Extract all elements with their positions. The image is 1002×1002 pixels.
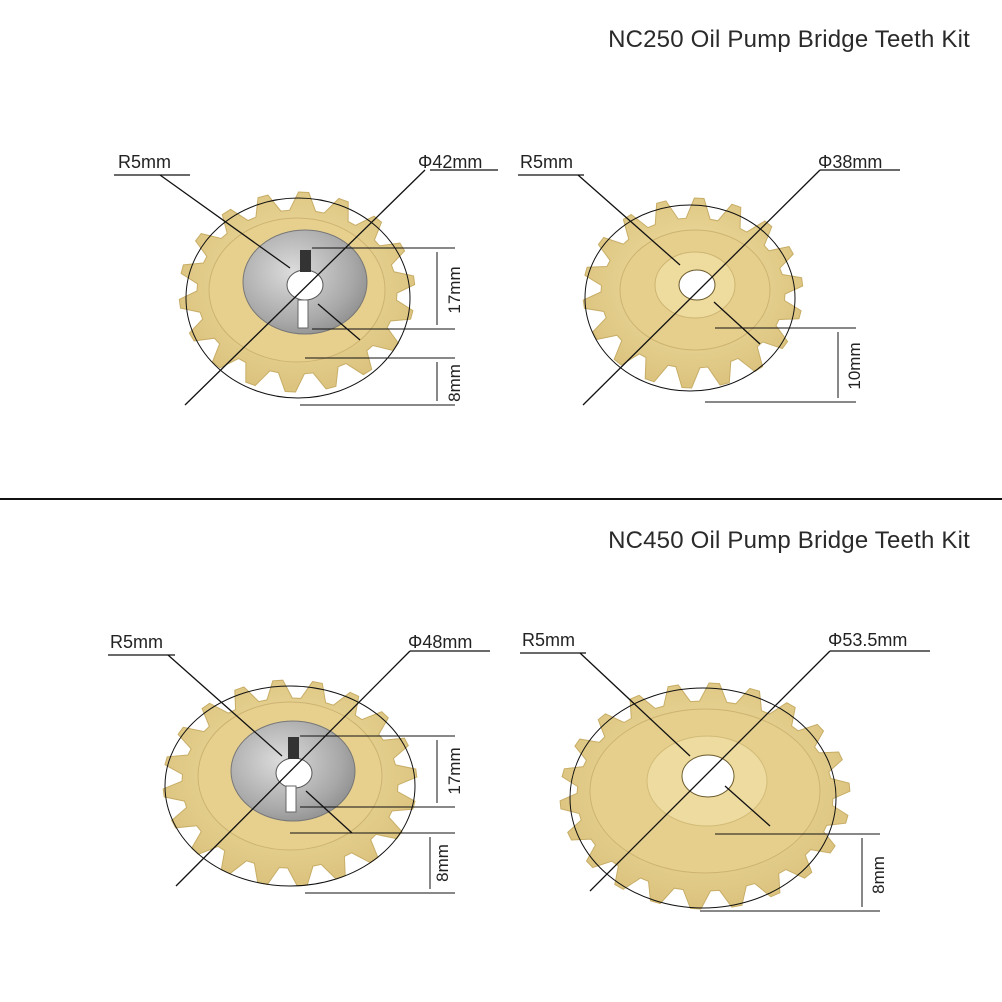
keyway-slot [300,250,311,272]
diameter-line [582,169,821,406]
radius-label: R5mm [110,632,163,652]
thickness-label: 8mm [433,844,452,882]
nc450-illustration: R5mm Φ48mm 17mm 8mm R5mm Φ53.5mm 8mm [108,630,930,912]
product-panel-nc250: R5mm Φ42mm 17mm 8mm R5mm Φ38mm 10mm NC25… [0,0,1002,500]
outline-ellipse [584,204,796,392]
diameter-line [175,650,411,887]
leader-line [713,301,761,345]
leader-line [159,174,291,269]
diameter-line [589,650,831,892]
leader-line [577,174,681,266]
radius-label: R5mm [118,152,171,172]
diameter-label: Φ38mm [818,152,882,172]
shaft-hole [678,269,716,301]
gear-nc450-left [162,679,418,887]
keyway-slot [288,737,299,759]
leader-line [317,303,361,341]
shaft-hole [275,757,313,789]
nc250-illustration: R5mm Φ42mm 17mm 8mm R5mm Φ38mm 10mm [114,152,900,406]
outline-ellipse [569,687,837,909]
height-label: 17mm [445,266,464,313]
thickness-label: 8mm [869,856,888,894]
diameter-label: Φ42mm [418,152,482,172]
keyway-slot-lower [297,299,309,329]
thickness-label: 8mm [445,364,464,402]
thickness-label: 10mm [845,342,864,389]
outline-ellipse [185,197,411,399]
diameter-line [184,169,426,406]
product-title: NC250 Oil Pump Bridge Teeth Kit [608,26,970,53]
gear-nc250-right [582,197,804,389]
radius-label: R5mm [520,152,573,172]
diameter-label: Φ53.5mm [828,630,907,650]
product-panel-nc450: R5mm Φ48mm 17mm 8mm R5mm Φ53.5mm 8mm NC4… [0,501,1002,1001]
radius-label: R5mm [522,630,575,650]
leader-line [579,652,691,757]
product-title: NC450 Oil Pump Bridge Teeth Kit [608,527,970,554]
keyway-slot-lower [285,785,297,813]
leader-line [724,785,771,827]
gear-nc450-right [559,682,851,910]
leader-line [305,790,353,834]
leader-line [167,654,283,757]
outline-ellipse [164,685,416,887]
section-divider [0,498,1002,500]
diameter-label: Φ48mm [408,632,472,652]
gear-nc250-left [178,191,416,393]
height-label: 17mm [445,747,464,794]
